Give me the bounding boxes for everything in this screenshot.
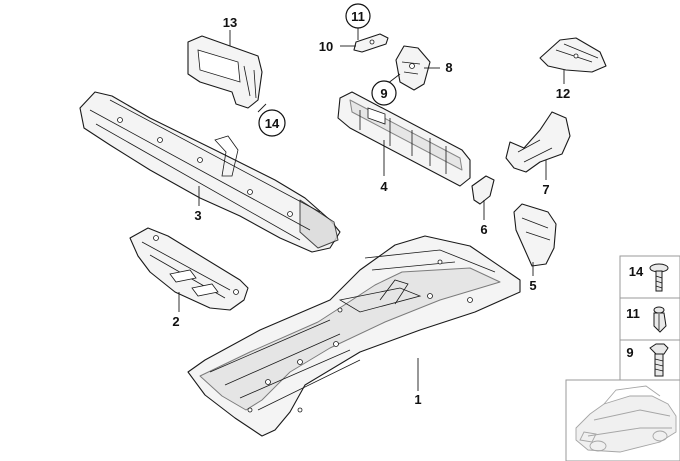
small-bracket-part[interactable]: [395, 45, 431, 91]
fastener-label-9: 9: [626, 345, 633, 360]
cross-member-part[interactable]: [79, 91, 341, 253]
corner-bracket-part[interactable]: [539, 37, 607, 73]
callout-13: 13: [223, 15, 237, 30]
tunnel-panel-part[interactable]: [337, 91, 471, 187]
clip-part[interactable]: [353, 33, 389, 53]
callout-14-circle: [258, 109, 286, 137]
callout-9-circle: [371, 80, 397, 106]
floor-pan-part[interactable]: [187, 235, 521, 437]
callout-5: 5: [529, 278, 536, 293]
callout-labels: 1 2 3 4 5 6 7 8 9 10 11 12 13 14: [172, 3, 570, 407]
reference-car-box: [565, 379, 680, 461]
fastener-legend: 14 11 9: [619, 255, 680, 381]
callout-7: 7: [542, 182, 549, 197]
leader-lines: [178, 28, 565, 391]
fastener-label-11: 11: [626, 306, 640, 321]
side-bracket-part[interactable]: [505, 111, 571, 173]
callout-2: 2: [172, 314, 179, 329]
small-clip-part[interactable]: [471, 175, 495, 205]
rear-panel-part[interactable]: [513, 203, 557, 267]
callout-6: 6: [480, 222, 487, 237]
fastener-box-9: [619, 339, 680, 381]
upright-bracket-part[interactable]: [187, 35, 263, 109]
hex-bolt-icon: [649, 343, 669, 377]
callout-14: 14: [265, 116, 280, 131]
sedan-outline-icon: [575, 385, 677, 453]
callout-3: 3: [194, 208, 201, 223]
callout-4: 4: [380, 179, 388, 194]
callout-1: 1: [414, 392, 421, 407]
seat-bracket-part[interactable]: [129, 227, 249, 311]
callout-11-circle: [345, 3, 371, 29]
fastener-label-14: 14: [629, 264, 644, 279]
callout-10: 10: [319, 39, 333, 54]
callout-8: 8: [445, 60, 452, 75]
callout-12: 12: [556, 86, 570, 101]
flat-head-screw-icon: [649, 263, 669, 292]
callout-9: 9: [380, 86, 387, 101]
expanding-rivet-icon: [653, 306, 667, 333]
callout-11: 11: [351, 9, 365, 24]
